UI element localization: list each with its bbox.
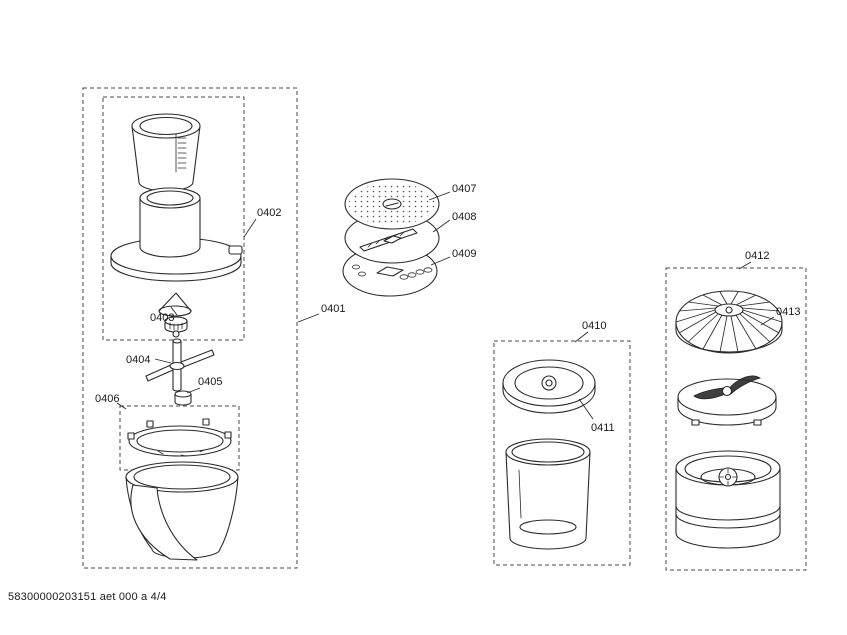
label-0408: 0408 bbox=[452, 211, 476, 223]
processor-assembly-group bbox=[82, 87, 298, 569]
label-0403: 0403 bbox=[150, 312, 174, 324]
blade-foot bbox=[753, 419, 762, 426]
label-0402: 0402 bbox=[257, 207, 281, 219]
chopper-group bbox=[665, 267, 807, 571]
ring-clip bbox=[146, 420, 154, 428]
blade-cap-drawing bbox=[174, 390, 192, 406]
assembly-0406-boundary-box bbox=[119, 405, 240, 471]
disc-stack-group bbox=[342, 178, 440, 297]
knife-blade-drawing bbox=[145, 338, 215, 392]
assembly-0410-boundary-box bbox=[493, 340, 631, 566]
ring-clip bbox=[202, 418, 210, 426]
ring-clip bbox=[127, 432, 135, 440]
bowl-handle bbox=[130, 484, 198, 561]
part-labels: 0402 0401 0403 0404 0405 0406 0407 0408 … bbox=[95, 183, 800, 434]
jar-lid-drawing bbox=[502, 359, 596, 414]
label-0401: 0401 bbox=[321, 303, 345, 315]
label-0410: 0410 bbox=[582, 320, 606, 332]
leader-lines bbox=[116, 191, 775, 420]
assembly-0402-boundary-box bbox=[102, 96, 245, 341]
assembly-0412-boundary-box bbox=[665, 267, 807, 571]
bowl-drawing bbox=[125, 461, 239, 561]
chopper-lid-drawing bbox=[675, 290, 783, 354]
label-0411: 0411 bbox=[591, 422, 615, 434]
drive-cone-drawing bbox=[158, 292, 192, 338]
document-number-footer: 58300000203151 aet 000 a 4/4 bbox=[8, 591, 167, 603]
seal-ring-drawing bbox=[127, 418, 232, 457]
label-0405: 0405 bbox=[198, 376, 222, 388]
label-0404: 0404 bbox=[126, 354, 150, 366]
disc-grating-drawing bbox=[344, 178, 440, 230]
pusher-drawing bbox=[131, 113, 201, 192]
label-0413: 0413 bbox=[776, 306, 800, 318]
label-0406: 0406 bbox=[95, 393, 119, 405]
label-0407: 0407 bbox=[452, 183, 476, 195]
label-0409: 0409 bbox=[452, 248, 476, 260]
label-0412: 0412 bbox=[745, 250, 769, 262]
chopper-base-drawing bbox=[675, 450, 781, 549]
blender-jar-group bbox=[493, 340, 631, 566]
assembly-0401-boundary-box bbox=[82, 87, 298, 569]
chopper-blade-drawing bbox=[677, 375, 777, 426]
jar-container-drawing bbox=[505, 438, 591, 550]
lid-latch-knob bbox=[228, 245, 243, 255]
ring-clip bbox=[224, 431, 232, 439]
lid-feed-tube-drawing bbox=[110, 187, 243, 282]
blade-foot bbox=[691, 419, 700, 426]
